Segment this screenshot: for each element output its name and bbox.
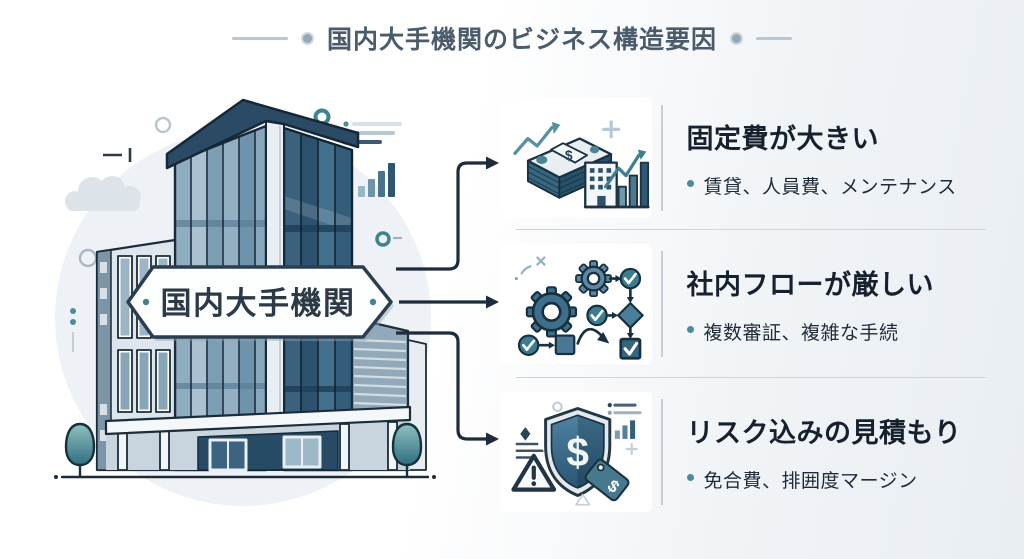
factor-heading: 固定費が大きい — [686, 124, 879, 154]
factor-text: 社内フローが厳しい 複数審証、複雑な手続 — [663, 263, 935, 345]
arrow-to-risk-estimate — [396, 331, 486, 441]
title-left-dot — [300, 31, 314, 45]
banner-label: 国内大手機関 — [161, 286, 356, 321]
factor-heading: リスク込みの見積もり — [686, 418, 962, 448]
arrow-to-fixed-costs — [396, 161, 486, 271]
factor-list: $ — [500, 86, 992, 526]
factor-bullet-text: 賃貸、人員費、メンテナンス — [703, 177, 957, 198]
connector-arrows — [396, 156, 499, 446]
shield-risk-tag-icon: $ $ — [511, 401, 642, 506]
factor-row-internal-flow: 社内フローが厳しい 複数審証、複雑な手続 — [500, 230, 992, 378]
bullet-dot-icon — [686, 326, 694, 333]
icon-text-divider — [661, 105, 663, 211]
title-right-line — [756, 36, 792, 40]
ground-line — [54, 475, 436, 479]
bar-chart-icon — [358, 163, 395, 197]
factor-bullet-text: 免合費、排囲度マージン — [703, 471, 918, 492]
bullet-dot-icon — [686, 474, 694, 481]
building-illustration: 国内大手機関 — [54, 98, 499, 506]
cloud-icon — [65, 176, 141, 211]
dots-line-icon — [70, 308, 76, 352]
factor-icon-card: $ — [500, 98, 652, 218]
factor-text: 固定費が大きい 賃貸、人員費、メンテナンス — [663, 117, 957, 199]
title-left-line — [231, 36, 288, 40]
factor-icon-card — [500, 244, 652, 364]
title-right-dot — [730, 31, 743, 45]
bullet-dot-icon — [686, 180, 694, 187]
factor-bullet-text: 複数審証、複雑な手続 — [703, 323, 899, 344]
gears-workflow-icon — [514, 256, 644, 360]
teal-ring-icon — [375, 231, 391, 247]
svg-text:$: $ — [565, 147, 573, 163]
svg-text:$: $ — [566, 429, 589, 475]
page-title-bar: 国内大手機関のビジネス構造要因 — [0, 20, 1024, 56]
tree-icon — [391, 422, 423, 477]
factor-bullet: 免合費、排囲度マージン — [686, 466, 962, 493]
page-title: 国内大手機関のビジネス構造要因 — [326, 26, 717, 54]
cash-stack-growth-icon: $ — [513, 120, 650, 209]
icon-text-divider — [661, 251, 663, 357]
factor-row-risk-estimate: $ $ リスク込みの見積もり — [500, 378, 992, 526]
factor-bullet: 賃貸、人員費、メンテナンス — [686, 172, 957, 199]
factor-bullet: 複数審証、複雑な手続 — [686, 318, 935, 345]
building-banner: 国内大手機関 — [126, 265, 394, 341]
tree-icon — [64, 422, 96, 477]
factor-heading: 社内フローが厳しい — [686, 270, 934, 300]
circle-outline-icon — [154, 116, 172, 134]
factor-text: リスク込みの見積もり 免合費、排囲度マージン — [663, 411, 962, 493]
factor-row-fixed-costs: $ — [500, 86, 992, 230]
entrance-level — [104, 405, 412, 472]
factor-icon-card: $ $ — [500, 392, 652, 512]
decorative-accents — [70, 108, 402, 352]
icon-text-divider — [661, 399, 663, 505]
